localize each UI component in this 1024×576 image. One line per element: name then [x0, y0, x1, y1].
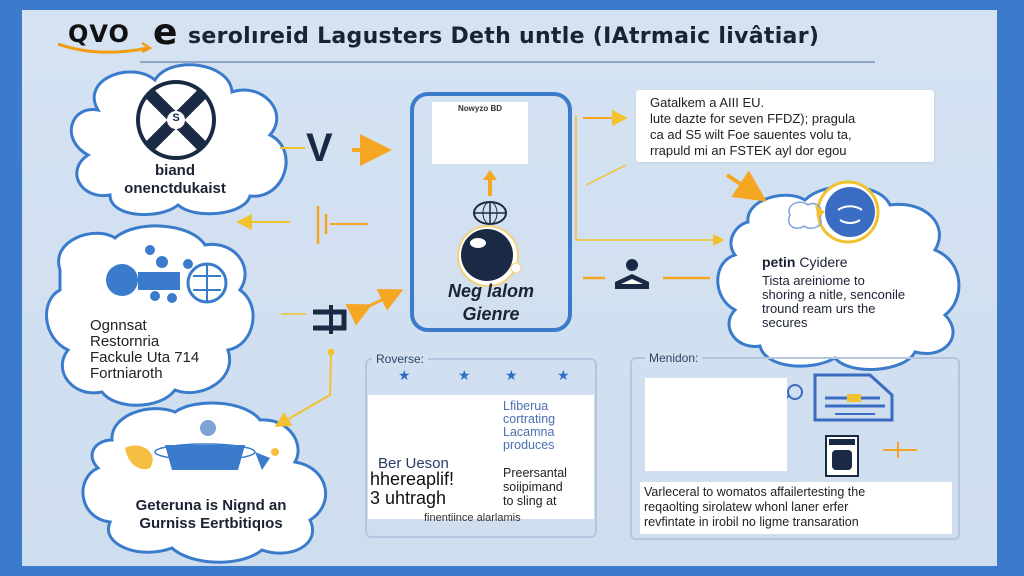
right-cloud-line: shoring a nitle, senconile: [762, 287, 906, 302]
bottom-cloud-line: Geteruna is Nignd an: [135, 497, 287, 514]
review-left-line: hhereaplif!: [370, 469, 455, 489]
center-node[interactable]: [410, 92, 572, 332]
globe-icon: [473, 201, 507, 225]
plug-icon: [313, 305, 347, 334]
center-node-title: Neg lalom Gienre: [412, 280, 570, 326]
center-node-card: [432, 102, 528, 164]
left-cloud-line: Restornria: [90, 333, 160, 350]
title-divider: [140, 61, 875, 63]
note-line: ca ad S5 wilt Foe sauentes volu ta,: [650, 127, 852, 142]
mention-line: revfintate in irobil no ligme transarati…: [644, 515, 859, 529]
up-arrow-icon: [483, 170, 497, 196]
note-card: Gatalkem a AIII EU. lute dazte for seven…: [636, 90, 934, 162]
star-icon: ★: [557, 367, 570, 383]
left-cloud-line: Ognnsat: [90, 317, 147, 334]
review-right-line: produces: [503, 438, 555, 452]
x-circle-icon: [136, 80, 216, 160]
right-cloud-title-bold: petin: [762, 254, 796, 270]
left-cloud-line: Fackule Uta 714: [90, 349, 200, 366]
right-cloud-title: petin Cyidere: [762, 254, 848, 270]
right-cloud-line: Tista areiniome to: [762, 273, 865, 288]
brand-logo: QVO: [68, 20, 130, 48]
cloud-line: biand: [155, 162, 195, 179]
right-cloud-line: secures: [762, 315, 808, 330]
user-icon: [615, 259, 649, 289]
review-panel: [365, 358, 597, 538]
bottom-cloud-line: Gurniss Eertbitiqıos: [139, 515, 283, 532]
mention-text: Varleceral to womatos affailertesting th…: [640, 482, 952, 534]
review-left-body: hhereaplif! 3 uhtragh: [370, 470, 454, 508]
review-legend: Roverse:: [372, 352, 429, 366]
cloud-bottom-left: [81, 401, 327, 564]
center-node-title-line: Gienre: [462, 304, 520, 324]
x-circle-letter: S: [172, 112, 180, 124]
cloud-left-middle: [45, 224, 255, 407]
center-node-card-label: Nowyzo BD: [458, 104, 502, 113]
connector-symbol: V: [306, 126, 333, 170]
review-right-top: Lfiberua cortrating Lacamna produces: [503, 400, 555, 452]
review-right-line: cortrating: [503, 412, 556, 426]
review-footer: finentiince alarlamis: [424, 512, 521, 524]
logo-letter: e: [153, 12, 178, 53]
device-icon: [825, 435, 917, 477]
review-right-line: soiipimand: [503, 480, 563, 494]
review-right-line: Lfiberua: [503, 399, 549, 413]
avatar-icon: [788, 180, 880, 244]
review-right-line: Preersantal: [503, 466, 567, 480]
star-icon: ★: [505, 367, 518, 383]
logo-smile-icon: [58, 41, 153, 54]
mention-panel: [630, 357, 960, 540]
cloud-top-left: [69, 63, 288, 217]
right-cloud-body: Tista areiniome to shoring a nitle, senc…: [762, 274, 905, 330]
mention-image-card: [645, 378, 787, 471]
network-icon: [106, 245, 228, 304]
bottom-cloud-text: Geteruna is Nignd an Gurniss Eertbitiqıo…: [86, 497, 336, 533]
document-icon: [813, 373, 894, 422]
review-card: [368, 395, 594, 519]
cloud-line: onenctdukaist: [124, 180, 226, 197]
connector-lines: [236, 110, 767, 427]
note-line: Gatalkem a AIII EU.: [650, 95, 765, 110]
note-line: lute dazte for seven FFDZ); pragula: [650, 111, 856, 126]
note-line: rrapuld mi an FSTEK ayl dor egou: [650, 143, 847, 158]
right-cloud-line: tround ream urs the: [762, 301, 876, 316]
toolkit-illustration: [125, 420, 279, 470]
star-icon: ★: [458, 367, 471, 383]
mention-legend: Menidon:: [645, 351, 703, 365]
review-right-line: Lacamna: [503, 425, 555, 439]
left-cloud-body: Ognnsat Restornria Fackule Uta 714 Fortn…: [90, 318, 199, 382]
review-left-heading: Ber Ueson: [378, 455, 449, 472]
review-right-bottom: Preersantal soiipimand to sling at: [503, 466, 567, 508]
review-right-line: to sling at: [503, 494, 557, 508]
mention-line: Varleceral to womatos affailertesting th…: [644, 485, 866, 499]
page-title: serolıreid Lagusters Deth untle (IAtrmai…: [188, 24, 820, 49]
sphere-icon: [457, 225, 522, 287]
center-node-title-line: Neg lalom: [447, 281, 535, 301]
mention-line: reqaolting sirolatew whonl laner erfer: [644, 500, 849, 514]
left-cloud-line: Fortniaroth: [90, 365, 163, 382]
cloud-top-left-text: biand onenctdukaist: [100, 162, 250, 198]
review-left-line: 3 uhtragh: [370, 488, 447, 508]
star-icon: ★: [398, 367, 411, 383]
right-cloud-title-rest: Cyidere: [795, 254, 848, 270]
